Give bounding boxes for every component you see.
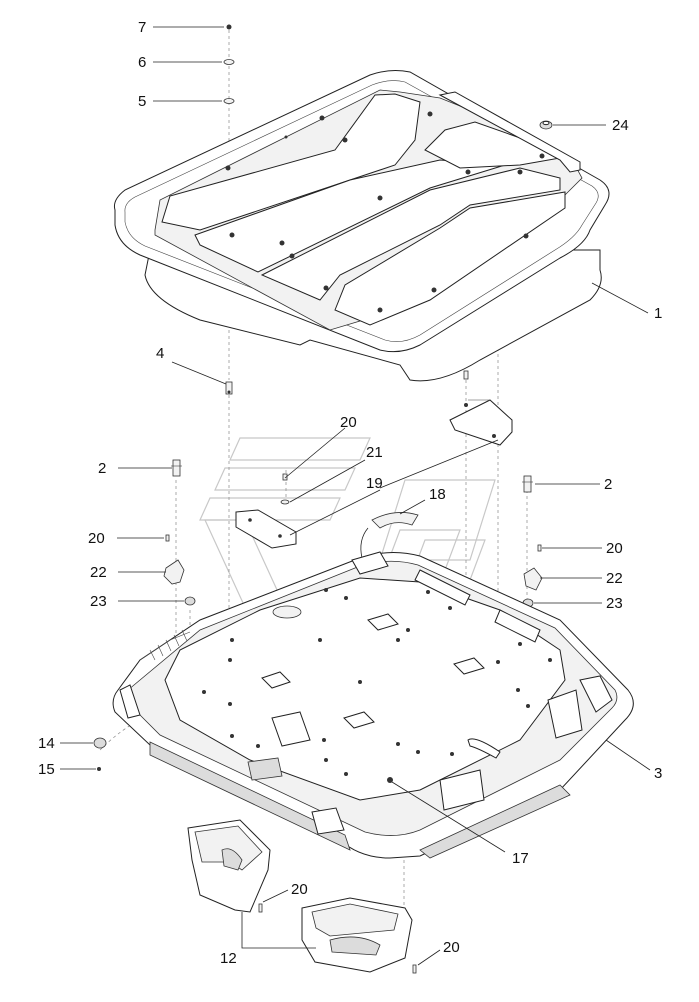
label-20-upper: 20 <box>340 414 357 431</box>
label-20-left: 20 <box>88 530 105 547</box>
hook-part-22-left <box>163 559 185 585</box>
label-22-left: 22 <box>90 564 107 581</box>
label-17: 17 <box>512 850 529 867</box>
stud-part-2-left <box>171 459 182 477</box>
label-2-left: 2 <box>98 460 106 477</box>
clip-part-20-upper <box>280 473 290 505</box>
nut-part-23-left <box>184 596 196 606</box>
cap-part-14 <box>93 737 107 749</box>
nut-part-24 <box>539 120 553 130</box>
label-7: 7 <box>138 19 146 36</box>
storage-box-part-12-left <box>187 819 271 913</box>
label-21: 21 <box>366 444 383 461</box>
label-22-right: 22 <box>606 570 623 587</box>
seal-part-18 <box>360 512 419 559</box>
label-20-box-left: 20 <box>291 881 308 898</box>
label-12: 12 <box>220 950 237 967</box>
label-2-right: 2 <box>604 476 612 493</box>
screw-part-15 <box>97 767 101 771</box>
label-18: 18 <box>429 486 446 503</box>
label-1: 1 <box>654 305 662 322</box>
fastener-parts-7-6-5 <box>223 24 235 104</box>
leader-lines <box>60 26 651 966</box>
storage-box-part-12-right <box>301 897 417 974</box>
label-3: 3 <box>654 765 662 782</box>
hook-part-22-right <box>523 567 543 591</box>
bracket-part-21 <box>235 509 297 549</box>
label-4: 4 <box>156 345 164 362</box>
label-14: 14 <box>38 735 55 752</box>
label-19: 19 <box>366 475 383 492</box>
label-24: 24 <box>612 117 629 134</box>
label-20-box-right: 20 <box>443 939 460 956</box>
label-5: 5 <box>138 93 146 110</box>
label-6: 6 <box>138 54 146 71</box>
roof-cover-part-1 <box>114 70 610 382</box>
roof-liner-part-3 <box>112 551 634 859</box>
clip-part-20-left <box>165 534 170 542</box>
clip-part-20-right <box>537 544 542 552</box>
label-20-right: 20 <box>606 540 623 557</box>
callout-labels: 7 6 5 24 1 4 20 21 19 18 2 2 20 20 22 22… <box>38 19 662 967</box>
label-23-left: 23 <box>90 593 107 610</box>
label-15: 15 <box>38 761 55 778</box>
stud-part-4 <box>225 381 233 395</box>
stud-part-2-right <box>522 475 533 493</box>
label-23-right: 23 <box>606 595 623 612</box>
bracket-part-19 <box>449 370 513 446</box>
